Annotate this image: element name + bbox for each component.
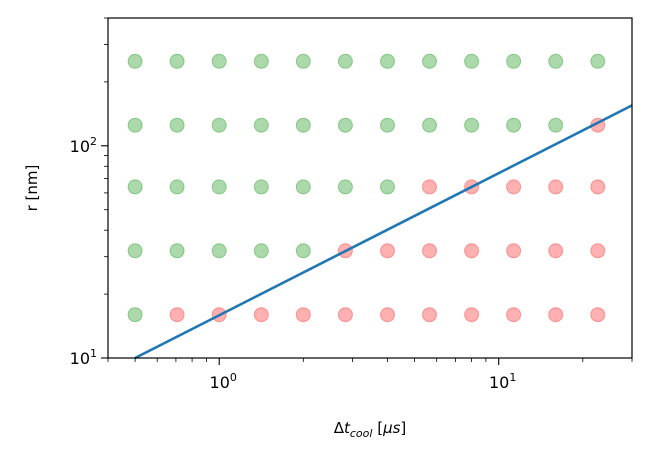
data-point [548,179,564,195]
data-point [211,243,227,259]
data-point [548,243,564,259]
data-point [380,53,395,69]
data-point [211,117,227,133]
trend-line [134,104,633,360]
data-point [253,243,269,259]
x-axis-title: Δtcool [μs] [334,419,407,440]
data-point [464,243,480,259]
data-point [422,243,437,259]
data-point [253,53,269,69]
data-point [337,307,353,323]
data-point [380,307,395,323]
data-point [464,307,480,323]
data-point [548,117,564,133]
data-point [590,243,606,259]
data-point [464,117,480,133]
data-point [127,307,143,323]
data-point [253,307,269,323]
y-tick-label: 102 [70,135,97,156]
data-point [127,243,143,259]
data-point [590,179,606,195]
y-axis-title: r [nm] [23,165,41,212]
x-tick-label: 101 [489,371,516,392]
data-point [422,179,437,195]
data-point [548,53,564,69]
data-point [295,117,311,133]
data-point [295,307,311,323]
data-point [169,53,185,69]
data-point [337,117,353,133]
data-point [295,53,311,69]
y-tick-label: 101 [70,347,97,368]
trend-line-segment [134,104,633,360]
plot-frame [107,17,633,359]
data-point [127,117,143,133]
data-point [211,53,227,69]
data-point [506,53,522,69]
data-point [169,243,185,259]
data-point [295,243,311,259]
data-point [380,179,395,195]
data-point [380,117,395,133]
data-point [506,243,522,259]
data-point [337,53,353,69]
data-point [506,307,522,323]
data-point [295,179,311,195]
tick-labels: 100 101 101 102 [70,135,517,392]
data-point [506,179,522,195]
data-point [253,117,269,133]
scatter-points [127,53,606,323]
data-point [253,179,269,195]
data-point [506,117,522,133]
data-point [422,117,437,133]
data-point [464,53,480,69]
data-point [590,53,606,69]
data-point [337,179,353,195]
data-point [127,53,143,69]
x-tick-label: 100 [210,371,237,392]
axis-ticks [101,17,633,365]
data-point [380,243,395,259]
data-point [422,53,437,69]
data-point [211,179,227,195]
data-point [590,307,606,323]
data-point [422,307,437,323]
data-point [127,179,143,195]
data-point [169,117,185,133]
data-point [548,307,564,323]
data-point [169,307,185,323]
data-point [169,179,185,195]
